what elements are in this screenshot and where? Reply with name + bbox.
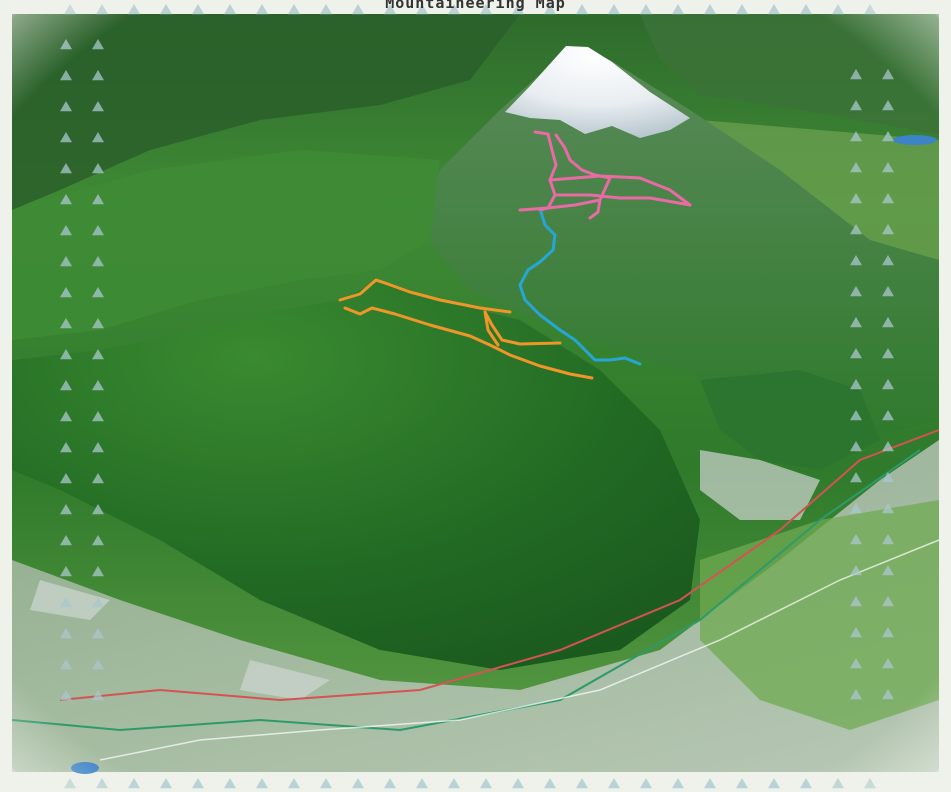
map-title: Mountaineering Map (385, 0, 566, 12)
